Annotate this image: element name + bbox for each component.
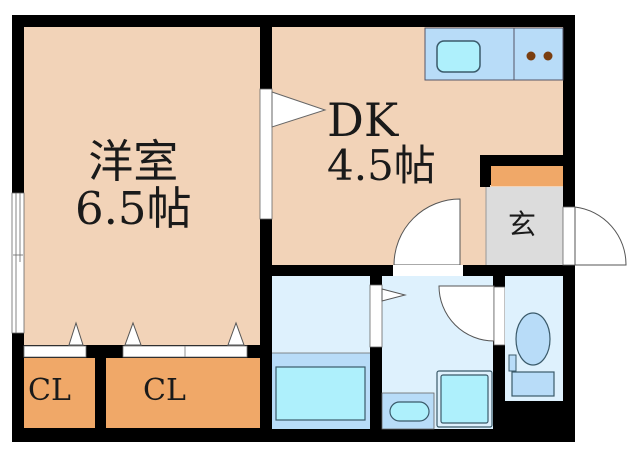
dk-label: DK 4.5帖 — [327, 96, 436, 188]
door-opening-western — [259, 88, 273, 220]
stove-burner-left — [526, 51, 536, 61]
stove-burner-right — [543, 51, 553, 61]
closet-door-track-left[interactable] — [23, 345, 87, 358]
closet-right-floor — [106, 358, 260, 428]
front-door-swing[interactable] — [574, 206, 627, 266]
closet-left-name: CL — [28, 373, 71, 408]
closet-left-label: CL — [28, 375, 71, 407]
front-door-opening — [562, 206, 576, 266]
entrance-name: 玄 — [508, 208, 537, 241]
western-room-size: 6.5帖 — [75, 182, 192, 236]
closet-arrow-1 — [68, 321, 84, 346]
dk-name: DK — [327, 93, 399, 147]
dk-size: 4.5帖 — [327, 141, 436, 191]
dk-door-opening — [393, 265, 463, 276]
washing-machine-pan-inner — [440, 374, 489, 424]
closet-right-label: CL — [143, 375, 186, 407]
closet-arrow-2 — [124, 321, 142, 346]
bathtub — [275, 366, 366, 421]
kitchen-sink — [436, 40, 481, 73]
washbasin — [389, 401, 430, 422]
closet-arrow-3 — [227, 321, 245, 346]
toilet-bowl — [515, 312, 551, 366]
toilet-paper-holder — [508, 354, 517, 372]
western-room-label: 洋室 6.5帖 — [75, 138, 192, 233]
shoe-cabinet — [491, 166, 563, 186]
toilet-tank — [511, 371, 555, 397]
closet-left-floor — [24, 358, 95, 428]
entrance-label: 玄 — [508, 210, 536, 239]
western-room-floor — [24, 27, 260, 345]
western-room-name: 洋室 — [88, 135, 179, 188]
door-arrow-bath[interactable] — [381, 288, 407, 302]
entrance-floor — [486, 187, 563, 265]
bath-door-opening — [369, 284, 383, 348]
door-arrow-dk[interactable] — [271, 91, 327, 128]
dk-door-swing[interactable] — [393, 198, 461, 266]
toilet-door-opening — [493, 286, 506, 346]
window-left[interactable] — [11, 192, 25, 334]
closet-right-name: CL — [143, 373, 186, 408]
entrance-nook-wall-side — [480, 155, 490, 187]
